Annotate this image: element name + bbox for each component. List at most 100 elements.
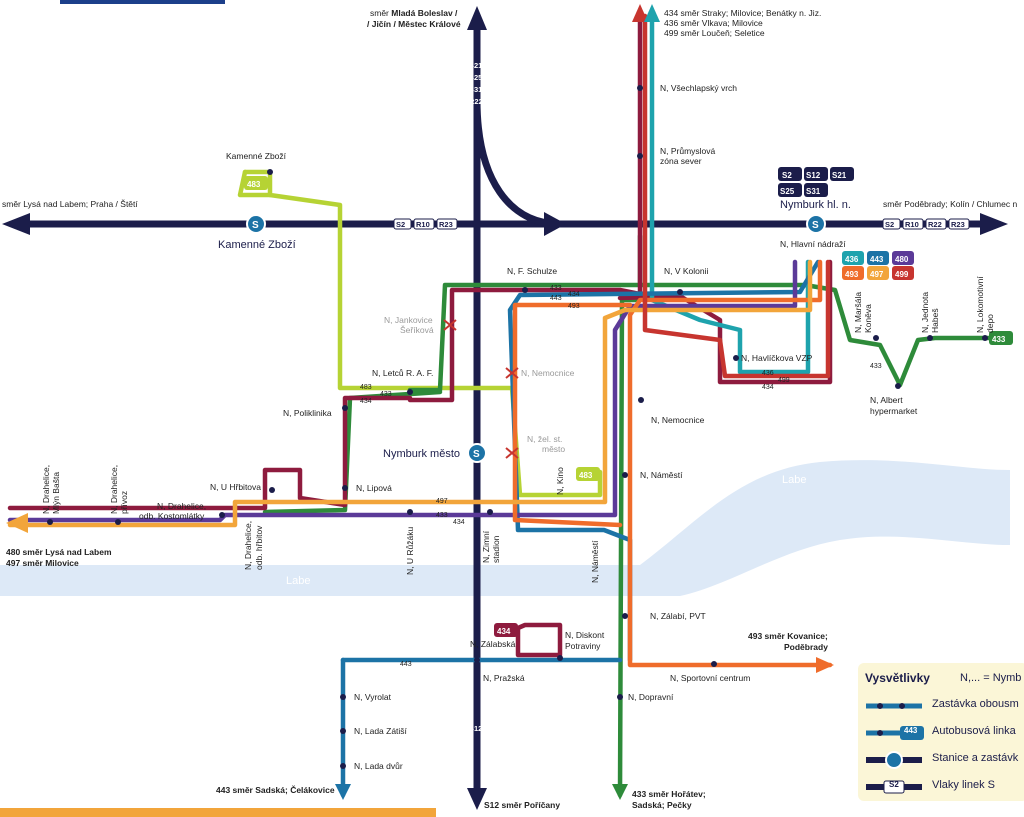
stop-f-schulze: N, F. Schulze [507,266,557,276]
rail-badges-east: S2 R10 R22 R23 [882,218,970,230]
rail-arrow-north [467,6,487,30]
station-nymburk-hl[interactable]: S [806,214,826,234]
svg-text:S2: S2 [396,220,405,229]
stop-u-ruzaku: N, U Růžáku [405,527,415,575]
legend-station-icon [866,751,922,769]
svg-text:493: 493 [568,303,580,310]
stop-dot [342,485,348,491]
line-433-west [262,389,443,515]
stop-jednota: N, Jednota [920,292,930,333]
stop-prazska: N, Pražská [483,673,525,683]
hl-rail-badges: S2 S12 S21 S25 S31 [778,167,854,197]
line-434-path [7,13,643,511]
svg-text:S21: S21 [832,171,847,180]
line-499-path [642,13,831,379]
stop-nemocnice: N, Nemocnice [651,415,705,425]
stop-havlickova: N, Havlíčkova VZP [741,353,813,363]
svg-text:R10: R10 [905,220,919,229]
svg-text:S: S [252,220,259,231]
svg-text:499: 499 [778,377,790,384]
stop-nemocnice-closed: N, Nemocnice [521,368,575,378]
arrow-west-497 [6,513,28,533]
svg-text:480: 480 [895,255,909,264]
stop-dot [487,509,493,515]
closed-stop-jankovice [443,319,457,331]
dest-south-433-1: 433 směr Hořátev; [632,789,706,799]
svg-text:R10: R10 [416,220,430,229]
river-label-west: Labe [286,575,310,587]
rail-badges-west: S2 R10 R23 [393,218,458,230]
svg-text:434: 434 [497,627,511,636]
stop-kamenne-zbozi: Kamenné Zboží [226,151,287,161]
svg-text:483: 483 [579,471,593,480]
svg-text:R22: R22 [469,97,483,106]
river-label-east: Labe [782,474,806,486]
rail-arrow-east [980,213,1008,235]
inline-line-numbers: 433 443 434 493 483 433 434 497 433 434 … [360,285,882,668]
dest-ne-1: 434 směr Straky; Milovice; Benátky n. Ji… [664,8,821,18]
stop-dot [340,763,346,769]
stop-lipova: N, Lipová [356,483,392,493]
legend-row-bus: 443 Autobusová linka [858,722,1024,742]
bus-arrows [6,4,834,800]
stop-zel-st: N, žel. st. [527,434,562,444]
rail-arrow-south [467,788,487,810]
svg-text:433: 433 [380,391,392,398]
dest-south-443: 443 směr Sadská; Čelákovice [216,784,335,795]
stop-dot [340,728,346,734]
svg-text:S: S [473,449,480,460]
stop-albert-2: hypermarket [870,406,918,416]
svg-text:483: 483 [360,384,372,391]
stop-dot [622,613,628,619]
stop-vyrolat: N, Vyrolat [354,692,392,702]
stop-lokomotivni-2: depo [985,314,995,333]
stop-letcu: N, Letců R. A. F. [372,368,433,378]
stop-dot [269,487,275,493]
rail-curve-north [473,99,561,228]
hl-bus-badges: 436 443 480 493 497 499 [842,251,914,280]
stop-dot [522,287,528,293]
rail-arrow-curve [544,212,566,236]
svg-text:S21: S21 [469,61,482,70]
stop-dots [47,85,988,769]
svg-text:497: 497 [870,270,884,279]
arrow-north-434 [632,4,648,22]
svg-text:434: 434 [453,519,465,526]
stop-hlavni-nadrazi: N, Hlavní nádraží [780,239,846,249]
stop-drahelice-privoz-2: přívoz [119,491,129,514]
stop-lada-dvur: N, Lada dvůr [354,761,403,771]
line-433-path [407,282,1013,393]
stop-dot [267,169,273,175]
stop-zimni: N, Zimní [481,530,491,563]
stop-jednota-2: Habeš [930,308,940,333]
stop-jankovice-2: Šeříková [400,325,434,335]
legend-station-label: Stanice a zastávk [932,752,1019,764]
line-493-path [627,259,833,668]
svg-text:S2: S2 [782,171,792,180]
stop-lada-zatisi: N, Lada Zátiší [354,726,408,736]
line-480-path [7,259,798,523]
svg-text:S31: S31 [469,85,482,94]
stop-marsala: N, Maršála [853,292,863,333]
stop-prumyslova-2: zóna sever [660,156,702,166]
rail-network [12,20,992,798]
stop-zalabi: N, Zálabí, PVT [650,611,706,621]
stop-dot [342,405,348,411]
stop-dot [638,397,644,403]
station-kamenne-zbozi[interactable]: S [246,214,266,234]
east-rail-direction: směr Poděbrady; Kolín / Chlumec n [883,199,1017,209]
station-nymburk-mesto[interactable]: S [467,443,487,463]
river-labe: Labe Labe [0,460,1010,596]
stop-dot [617,694,623,700]
stop-albert: N, Albert [870,395,903,405]
stop-drahelice-mlyn-2: Mlýn Bašta [51,472,61,514]
stop-drahelice-kost-2: odb. Kostomlátky [139,511,205,521]
dest-east-493-2: Poděbrady [784,642,828,652]
stop-poliklinika: N, Poliklinika [283,408,332,418]
stop-dot [557,655,563,661]
stop-drahelice-privoz: N, Drahelice, [109,465,119,514]
dest-east-493-1: 493 směr Kovanice; [748,631,828,641]
svg-text:483: 483 [247,180,261,189]
bottom-edge-bar [0,808,436,817]
legend-subtitle: N,... = Nymb [960,672,1022,684]
